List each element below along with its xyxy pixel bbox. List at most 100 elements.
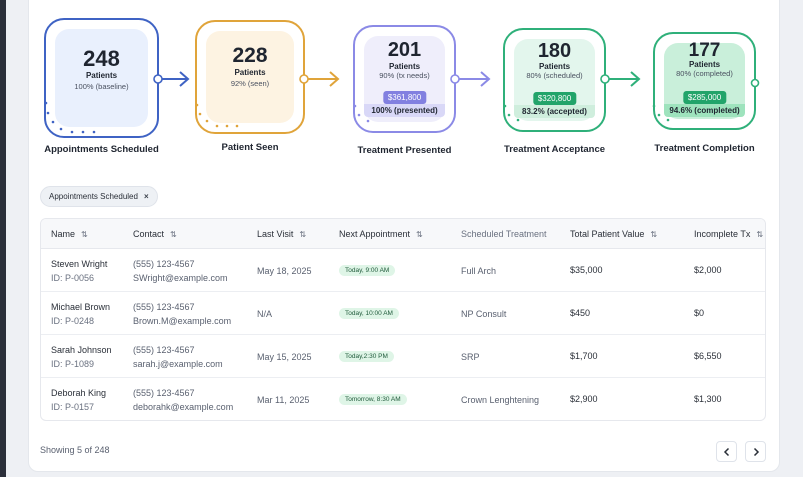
- column-header-contact[interactable]: Contact⇅: [133, 229, 177, 239]
- stage-unit: Patients: [538, 62, 571, 71]
- stage-unit: Patients: [234, 68, 266, 77]
- arrow-right-icon: [600, 71, 641, 87]
- sort-icon[interactable]: ⇅: [650, 230, 658, 239]
- stage-title: Appointments Scheduled: [44, 144, 159, 155]
- stage-unit: Patients: [85, 71, 118, 80]
- stage-count: 248: [83, 46, 120, 71]
- next-appointment-badge: Today,2:30 PM: [339, 351, 394, 362]
- stage-rate-band: 100% (presented): [364, 104, 445, 117]
- decorative-dots: [44, 101, 96, 134]
- column-header-last-visit[interactable]: Last Visit⇅: [257, 229, 307, 239]
- stage-unit: Patients: [688, 60, 721, 69]
- funnel-stage-acceptance[interactable]: 180 Patients 80% (scheduled) $320,800 83…: [503, 28, 606, 155]
- incomplete-tx: $2,000: [694, 265, 722, 275]
- next-page-button[interactable]: [745, 441, 766, 462]
- filter-chip-label: Appointments Scheduled: [49, 192, 138, 201]
- stage-percent: 80% (completed): [676, 69, 733, 78]
- table-header: Name⇅ Contact⇅ Last Visit⇅ Next Appointm…: [41, 219, 765, 249]
- stage-percent: 80% (scheduled): [526, 71, 583, 80]
- last-visit: Mar 11, 2025: [257, 395, 310, 405]
- scheduled-treatment: Full Arch: [461, 266, 497, 276]
- incomplete-tx: $6,550: [694, 351, 722, 361]
- decorative-dots: [652, 104, 670, 122]
- column-header-total-patient-value[interactable]: Total Patient Value⇅: [570, 229, 658, 239]
- patient-email: Brown.M@example.com: [133, 316, 232, 326]
- arrow-right-icon: [450, 71, 491, 87]
- patients-table: Name⇅ Contact⇅ Last Visit⇅ Next Appointm…: [40, 218, 766, 421]
- patient-id: ID: P-0157: [51, 402, 95, 412]
- stage-count: 201: [387, 39, 422, 61]
- stage-unit: Patients: [388, 62, 421, 71]
- sort-icon[interactable]: ⇅: [756, 230, 764, 239]
- decorative-dots: [353, 104, 370, 123]
- next-appointment-badge: Tomorrow, 8:30 AM: [339, 394, 407, 405]
- close-icon[interactable]: ×: [143, 192, 149, 201]
- sort-icon[interactable]: ⇅: [81, 230, 88, 239]
- incomplete-tx: $0: [694, 308, 705, 318]
- last-visit: May 15, 2025: [257, 352, 312, 362]
- patient-id: ID: P-0248: [51, 316, 95, 326]
- total-patient-value: $450: [570, 308, 591, 318]
- last-visit: N/A: [257, 309, 273, 319]
- column-header-next-appointment[interactable]: Next Appointment⇅: [339, 229, 423, 239]
- stage-box: 180 Patients 80% (scheduled) $320,800 83…: [503, 28, 606, 132]
- funnel-stage-presented[interactable]: 201 Patients 90% (tx needs) $361,800 100…: [353, 25, 456, 156]
- patient-email: sarah.j@example.com: [133, 359, 223, 369]
- incomplete-tx: $1,300: [694, 394, 722, 404]
- total-patient-value: $35,000: [570, 265, 603, 275]
- column-header-incomplete-tx[interactable]: Incomplete Tx⇅: [694, 229, 764, 239]
- stage-title: Treatment Completion: [654, 143, 755, 154]
- stage-count: 180: [537, 40, 572, 62]
- scheduled-treatment: Crown Lenghtening: [461, 395, 540, 405]
- arrow-right-icon: [299, 71, 340, 87]
- chevron-right-icon: [753, 447, 759, 456]
- filter-chip[interactable]: Appointments Scheduled ×: [40, 186, 158, 207]
- stage-value-badge: $361,800: [382, 91, 427, 104]
- stage-box: 177 Patients 80% (completed) $285,000 94…: [653, 32, 756, 130]
- stage-value-badge: $285,000: [682, 91, 727, 104]
- patient-id: ID: P-0056: [51, 273, 95, 283]
- patient-email: SWright@example.com: [133, 273, 228, 283]
- last-visit: May 18, 2025: [257, 266, 312, 276]
- stage-rate-band: 83.2% (accepted): [514, 105, 595, 118]
- next-appointment-badge: Today, 9:00 AM: [339, 265, 396, 276]
- stage-percent: 92% (seen): [230, 79, 270, 88]
- column-header-name[interactable]: Name⇅: [51, 229, 88, 239]
- sort-icon[interactable]: ⇅: [416, 230, 423, 239]
- decorative-dots: [195, 103, 239, 128]
- sort-icon[interactable]: ⇅: [170, 230, 177, 239]
- stage-title: Treatment Presented: [357, 145, 452, 156]
- column-header-scheduled-treatment: Scheduled Treatment: [461, 229, 547, 239]
- node-circle-icon: [750, 78, 760, 88]
- stage-rate-band: 94.6% (completed): [664, 104, 745, 117]
- prev-page-button[interactable]: [716, 441, 737, 462]
- stage-value-badge: $320,800: [532, 92, 577, 105]
- sort-icon[interactable]: ⇅: [299, 230, 307, 239]
- stage-percent: 90% (tx needs): [379, 71, 430, 80]
- decorative-dots: [503, 104, 520, 122]
- stage-inner: [55, 29, 148, 127]
- stage-inner: [206, 31, 294, 123]
- scheduled-treatment: SRP: [461, 352, 480, 362]
- funnel-stage-completion[interactable]: 177 Patients 80% (completed) $285,000 94…: [653, 32, 756, 154]
- stage-title: Patient Seen: [221, 142, 279, 153]
- left-edge-strip: [0, 0, 6, 477]
- pagination-summary: Showing 5 of 248: [40, 445, 110, 455]
- chevron-left-icon: [723, 447, 729, 456]
- patient-email: deborahk@example.com: [133, 402, 234, 412]
- stage-count: 228: [232, 44, 268, 67]
- arrow-right-icon: [153, 71, 190, 87]
- stage-percent: 100% (baseline): [74, 82, 129, 91]
- total-patient-value: $1,700: [570, 351, 598, 361]
